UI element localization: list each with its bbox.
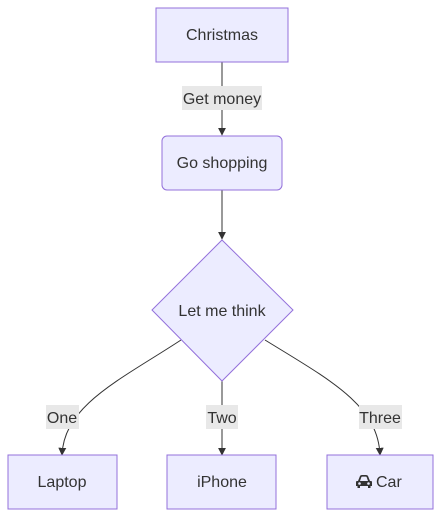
node-let-me-think-label: Let me think [178, 303, 266, 320]
edge-label-one: One [46, 405, 79, 429]
node-laptop-label: Laptop [38, 474, 87, 491]
edge-label-three-text: Three [359, 410, 401, 427]
node-go-shopping: Go shopping [161, 135, 283, 191]
edge-label-two: Two [206, 405, 238, 429]
node-laptop: Laptop [7, 454, 118, 510]
edge-label-three: Three [359, 405, 402, 429]
edge-label-get-money: Get money [182, 86, 262, 110]
edge-think-to-laptop [58, 339, 182, 456]
edge-label-one-text: One [47, 410, 77, 427]
node-let-me-think: Let me think [151, 239, 294, 382]
node-iphone-label: iPhone [197, 474, 247, 491]
node-car: Car [326, 454, 434, 510]
node-go-shopping-label: Go shopping [177, 155, 268, 172]
edge-label-two-text: Two [207, 410, 236, 427]
node-iphone: iPhone [166, 454, 277, 510]
node-car-label: Car [376, 474, 402, 491]
car-icon [356, 475, 372, 488]
node-christmas-label: Christmas [186, 27, 258, 44]
edge-label-get-money-text: Get money [183, 91, 261, 108]
node-christmas: Christmas [155, 7, 289, 63]
edge-think-to-car [264, 339, 384, 456]
